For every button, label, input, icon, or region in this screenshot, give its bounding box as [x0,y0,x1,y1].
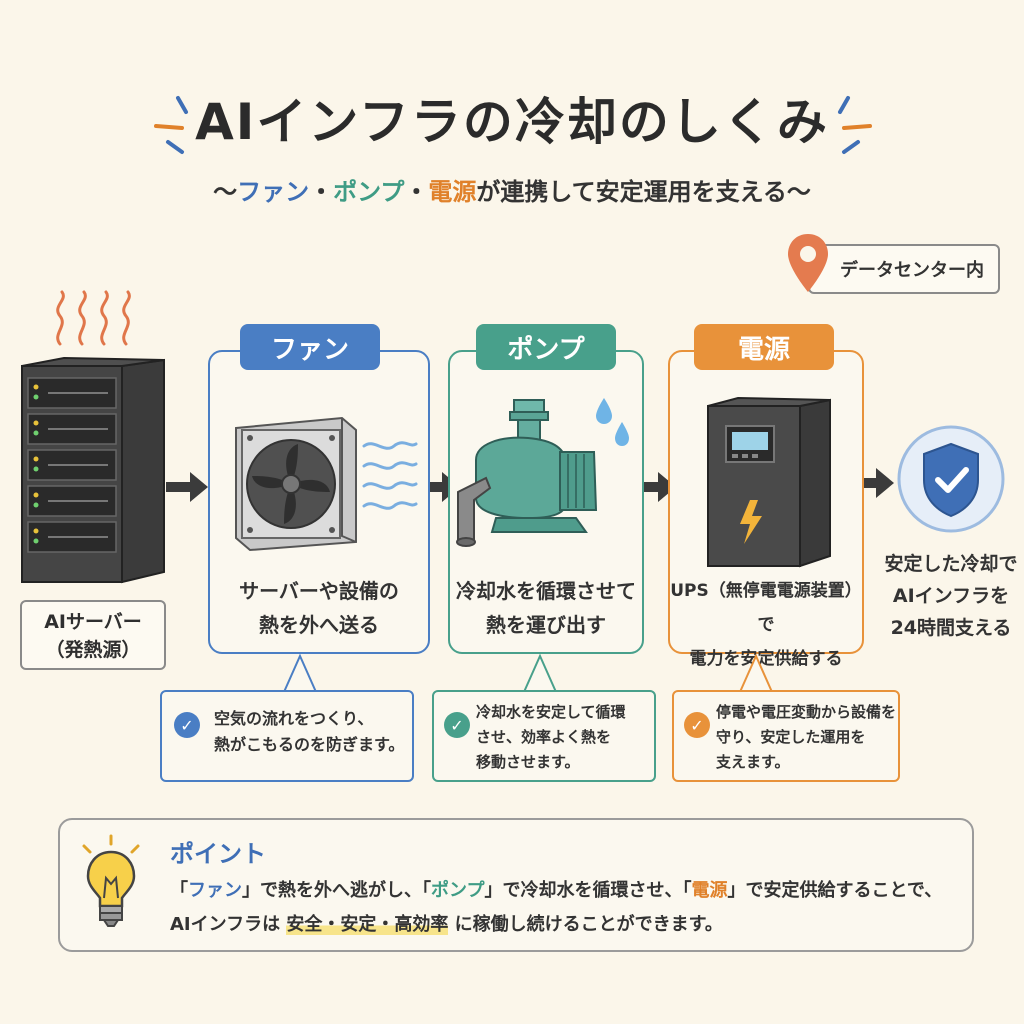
power-desc-line1: UPS（無停電電源装置）で [670,581,862,635]
pump-desc-line2: 熱を運び出す [486,613,606,637]
pump-note: 冷却水を安定して循環 させ、効率よく熱を 移動させます。 [432,690,656,782]
arrow-right-icon [852,468,894,498]
power-note-line3: 支えます。 [716,753,790,771]
fan-unit-icon [235,416,357,552]
pump-note-line3: 移動させます。 [476,753,580,771]
fan-note-line2: 熱がこもるのを防ぎます。 [214,735,405,754]
point-l1-fan: ファン [188,880,242,901]
subtitle-suffix: が連携して安定運用を支える〜 [476,178,811,206]
point-box [58,818,974,952]
subtitle-pump: ポンプ [333,178,405,206]
server-label-line2: （発熱源） [45,639,141,661]
power-desc-line2: 電力を安定供給する [689,649,843,669]
power-description: UPS（無停電電源装置）で 電力を安定供給する [670,574,862,676]
pump-note-line2: させ、効率よく熱を [476,728,612,746]
point-l1-pump: ポンプ [431,880,485,901]
power-note: 停電や電圧変動から設備を 守り、安定した運用を 支えます。 [672,690,900,782]
arrow-right-icon [166,472,208,502]
fan-card-title: ファン [240,324,380,370]
result-line3: 24時間支える [890,617,1012,639]
pump-note-line1: 冷却水を安定して循環 [476,703,626,721]
point-title: ポイント [170,840,266,868]
check-icon: ✓ [684,712,710,738]
location-text: データセンター内 [840,260,984,281]
point-l1-power: 電源 [691,880,728,901]
fan-note-pointer [283,654,317,693]
map-pin-icon [788,234,828,292]
pump-note-pointer [523,654,557,693]
point-l2-b: に稼働し続けることができます。 [454,914,723,935]
heat-waves-icon [56,290,131,346]
point-line2: AIインフラは 安全・安定・高効率 に稼働し続けることができます。 [170,910,723,936]
water-pump-icon [456,399,598,547]
arrow-right-icon [634,472,676,502]
power-note-pointer [739,654,773,693]
server-rack-icon [21,356,165,584]
pump-card-title: ポンプ [476,324,616,370]
check-icon: ✓ [444,712,470,738]
result-line2: AIインフラを [892,585,1010,607]
point-l1-d: 」で安定供給することで、 [727,880,943,901]
page-subtitle: 〜ファン・ポンプ・電源が連携して安定運用を支える〜 [0,172,1024,207]
point-l2-a: AIインフラは [170,914,281,935]
server-label-line1: AIサーバー [44,611,142,633]
fan-note-line1: 空気の流れをつくり、 [214,709,374,728]
result-text: 安定した冷却で AIインフラを 24時間支える [878,548,1024,644]
subtitle-fan: ファン [237,178,310,206]
pump-description: 冷却水を循環させて 熱を運び出す [450,574,642,642]
point-line1: 「ファン」で熱を外へ逃がし、「ポンプ」で冷却水を循環させ、「電源」で安定供給する… [170,876,942,902]
fan-desc-line2: 熱を外へ送る [259,613,379,637]
water-drops-icon [596,398,629,446]
power-note-line2: 守り、安定した運用を [716,728,866,746]
point-l1-c: 」で冷却水を循環させ、「 [484,880,692,901]
check-icon: ✓ [174,712,200,738]
server-label: AIサーバー （発熱源） [20,600,166,670]
ups-unit-icon [707,396,831,568]
fan-note: 空気の流れをつくり、 熱がこもるのを防ぎます。 [160,690,414,782]
subtitle-sep1: ・ [309,178,334,206]
shield-check-icon [897,425,1005,533]
power-note-line1: 停電や電圧変動から設備を [716,703,897,721]
pump-desc-line1: 冷却水を循環させて [456,579,636,603]
subtitle-sep2: ・ [404,178,429,206]
title-sparkle-right-icon [838,96,872,154]
result-line1: 安定した冷却で [884,553,1018,575]
fan-desc-line1: サーバーや設備の [239,579,399,603]
subtitle-prefix: 〜 [213,178,238,206]
power-card-title: 電源 [694,324,834,370]
point-l2-highlight: 安全・安定・高効率 [286,914,449,935]
location-label: データセンター内 [808,244,1000,294]
page-title: AIインフラの冷却のしくみ [195,93,829,151]
point-l1-a: 「 [170,880,188,901]
point-l1-b: 」で熱を外へ逃がし、「 [242,880,431,901]
title-sparkle-left-icon [154,96,188,154]
lightbulb-icon [82,834,140,927]
subtitle-power: 電源 [428,178,477,206]
fan-description: サーバーや設備の 熱を外へ送る [210,574,428,642]
airflow-waves-icon [362,441,418,510]
